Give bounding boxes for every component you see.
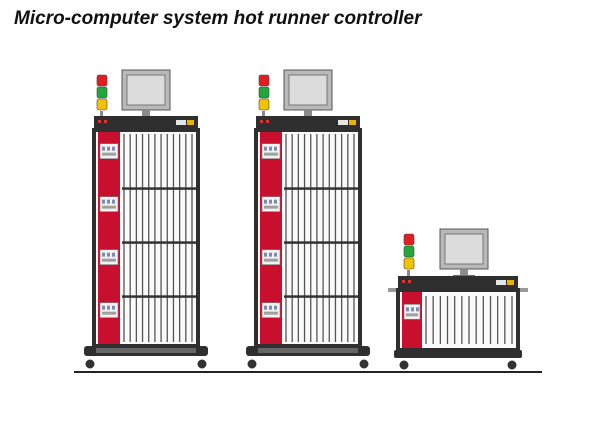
module-display bbox=[102, 146, 105, 151]
signal-light-red bbox=[403, 233, 415, 246]
signal-light-green bbox=[403, 245, 415, 258]
module-keys bbox=[102, 311, 116, 315]
cabinet-top-cap bbox=[398, 276, 518, 290]
signal-light-red bbox=[258, 74, 270, 87]
shelf-divider bbox=[284, 241, 358, 244]
module-display bbox=[269, 305, 272, 310]
top-cap-led bbox=[266, 120, 269, 123]
module-display bbox=[274, 305, 277, 310]
monitor-screen bbox=[288, 74, 328, 106]
control-panel bbox=[98, 132, 120, 344]
module-keys bbox=[102, 152, 116, 156]
module-display bbox=[264, 252, 267, 257]
top-cap-badge bbox=[349, 120, 356, 125]
top-cap-badge bbox=[507, 280, 514, 285]
module-display bbox=[102, 199, 105, 204]
controller-module bbox=[261, 249, 281, 265]
module-display bbox=[269, 146, 272, 151]
module-keys bbox=[264, 258, 278, 262]
top-cap-led bbox=[260, 120, 263, 123]
cabinet-top-cap bbox=[256, 116, 360, 130]
cabinet-short bbox=[388, 228, 528, 370]
control-panel bbox=[402, 292, 422, 348]
controller-module bbox=[99, 249, 119, 265]
module-keys bbox=[264, 205, 278, 209]
controller-module bbox=[99, 143, 119, 159]
cabinet-base bbox=[394, 350, 522, 358]
module-display bbox=[112, 146, 115, 151]
module-display bbox=[264, 199, 267, 204]
cabinet-top-cap bbox=[94, 116, 198, 130]
monitor-screen bbox=[444, 233, 484, 265]
top-cap-led bbox=[408, 280, 411, 283]
signal-light-red bbox=[96, 74, 108, 87]
signal-light-green bbox=[96, 86, 108, 99]
signal-light-yellow bbox=[96, 98, 108, 111]
control-panel bbox=[260, 132, 282, 344]
signal-light-yellow bbox=[258, 98, 270, 111]
module-display bbox=[112, 252, 115, 257]
module-keys bbox=[264, 311, 278, 315]
cabinet-tall-2 bbox=[246, 69, 370, 369]
module-display bbox=[107, 146, 110, 151]
caster-wheel bbox=[197, 359, 207, 369]
module-display bbox=[107, 199, 110, 204]
controller-module bbox=[99, 302, 119, 318]
signal-light-yellow bbox=[403, 257, 415, 270]
module-display bbox=[406, 307, 409, 312]
monitor-neck bbox=[142, 110, 150, 116]
shelf-divider bbox=[284, 187, 358, 190]
base-grill bbox=[96, 348, 196, 353]
module-display bbox=[411, 307, 414, 312]
controller-module bbox=[403, 304, 421, 320]
module-display bbox=[269, 252, 272, 257]
caster-wheel bbox=[247, 359, 257, 369]
module-display bbox=[274, 146, 277, 151]
shelf-divider bbox=[122, 295, 196, 298]
module-keys bbox=[264, 152, 278, 156]
controller-module bbox=[261, 143, 281, 159]
top-cap-label bbox=[338, 120, 348, 125]
module-keys bbox=[102, 205, 116, 209]
controller-module bbox=[99, 196, 119, 212]
top-cap-label bbox=[176, 120, 186, 125]
module-display bbox=[102, 305, 105, 310]
shelf-divider bbox=[122, 187, 196, 190]
module-keys bbox=[406, 313, 418, 317]
page-title: Micro-computer system hot runner control… bbox=[14, 8, 422, 29]
signal-light-green bbox=[258, 86, 270, 99]
module-display bbox=[112, 199, 115, 204]
module-display bbox=[264, 146, 267, 151]
controller-module bbox=[261, 302, 281, 318]
top-cap-label bbox=[496, 280, 506, 285]
top-cap-led bbox=[402, 280, 405, 283]
top-cap-led bbox=[104, 120, 107, 123]
module-display bbox=[274, 252, 277, 257]
monitor-neck bbox=[460, 269, 468, 275]
module-display bbox=[102, 252, 105, 257]
controller-module bbox=[261, 196, 281, 212]
module-keys bbox=[102, 258, 116, 262]
module-display bbox=[274, 199, 277, 204]
base-grill bbox=[258, 348, 358, 353]
module-display bbox=[112, 305, 115, 310]
monitor-screen bbox=[126, 74, 166, 106]
caster-wheel bbox=[85, 359, 95, 369]
module-display bbox=[269, 199, 272, 204]
module-display bbox=[264, 305, 267, 310]
cabinet-tall-1 bbox=[84, 69, 208, 369]
caster-wheel bbox=[399, 360, 409, 370]
module-display bbox=[416, 307, 419, 312]
module-display bbox=[107, 252, 110, 257]
caster-wheel bbox=[359, 359, 369, 369]
monitor-neck bbox=[304, 110, 312, 116]
shelf-divider bbox=[122, 241, 196, 244]
module-display bbox=[107, 305, 110, 310]
top-cap-badge bbox=[187, 120, 194, 125]
top-cap-led bbox=[98, 120, 101, 123]
caster-wheel bbox=[507, 360, 517, 370]
shelf-divider bbox=[284, 295, 358, 298]
